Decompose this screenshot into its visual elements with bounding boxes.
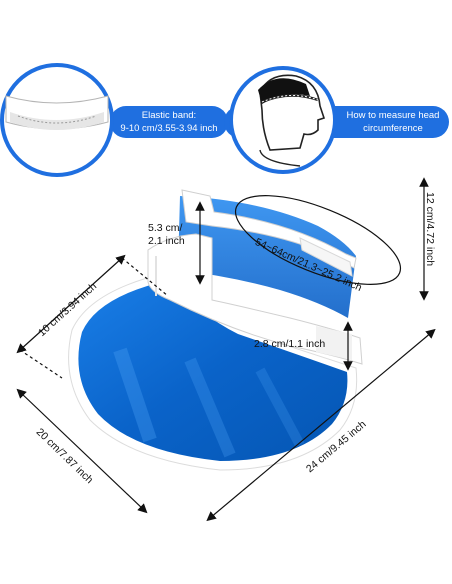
sweatband-height-line1: 5.3 cm/	[148, 222, 183, 234]
head-measure-callout	[224, 66, 449, 174]
sweatband-height-line2: 2.1 inch	[148, 235, 185, 247]
elastic-band-line1: Elastic band:	[141, 110, 197, 121]
elastic-band-line2: 9-10 cm/3.55-3.94 inch	[120, 123, 218, 134]
band-width-label: 2.8 cm/1.1 inch	[254, 338, 326, 350]
elastic-band-label: Elastic band: 9-10 cm/3.55-3.94 inch	[110, 109, 228, 135]
head-measure-line1: How to measure head	[346, 110, 440, 121]
height-label: 12 cm/4.72 inch	[424, 192, 436, 267]
sweatband-height-label: 5.3 cm/ 2.1 inch	[148, 222, 185, 248]
head-measure-label: How to measure head circumference	[338, 109, 448, 135]
head-measure-line2: circumference	[363, 123, 423, 134]
dimension-lines	[16, 177, 436, 522]
elastic-band-callout	[0, 63, 228, 177]
